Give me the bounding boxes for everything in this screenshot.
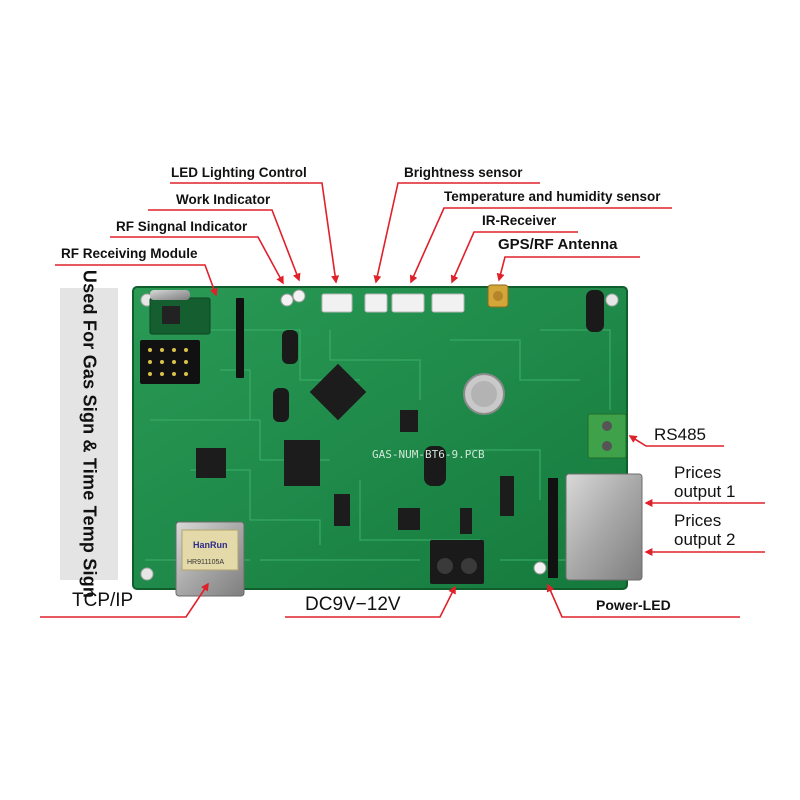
rj45-jack: HanRun HR911105A [175,521,245,597]
label-work-indicator: Work Indicator [176,192,271,207]
label-prices-output-2-line2: output 2 [674,530,736,549]
label-gps-rf-antenna: GPS/RF Antenna [498,236,618,253]
label-power-led: Power-LED [596,597,671,613]
label-tcp-ip: TCP/IP [72,590,134,611]
label-led-lighting-control: LED Lighting Control [171,165,307,180]
pcb-silkscreen-label: GAS-NUM-BT6-9.PCB [372,448,485,461]
side-banner [60,288,118,580]
label-prices-output-1-line2: output 1 [674,482,736,501]
label-rf-receiving-module: RF Receiving Module [61,246,198,261]
pcb-board: GAS-NUM-BT6-9.PCB HanRun HR911105A [132,284,643,597]
label-ir-receiver: IR-Receiver [482,213,557,228]
label-rf-signal-indicator: RF Singnal Indicator [116,219,248,234]
label-prices-output-1-line1: Prices [674,463,722,482]
annotation-lines [40,182,765,618]
label-dc-input: DC9V−12V [305,594,401,615]
label-rs485: RS485 [654,425,706,444]
label-temp-humidity-sensor: Temperature and humidity sensor [444,189,661,204]
jack-model-label: HR911105A [187,559,224,566]
label-brightness-sensor: Brightness sensor [404,165,523,180]
side-banner-text: Used For Gas Sign & Time Temp Sign [79,269,100,599]
label-prices-output-2-line1: Prices [674,511,722,530]
jack-brand-label: HanRun [193,540,228,550]
